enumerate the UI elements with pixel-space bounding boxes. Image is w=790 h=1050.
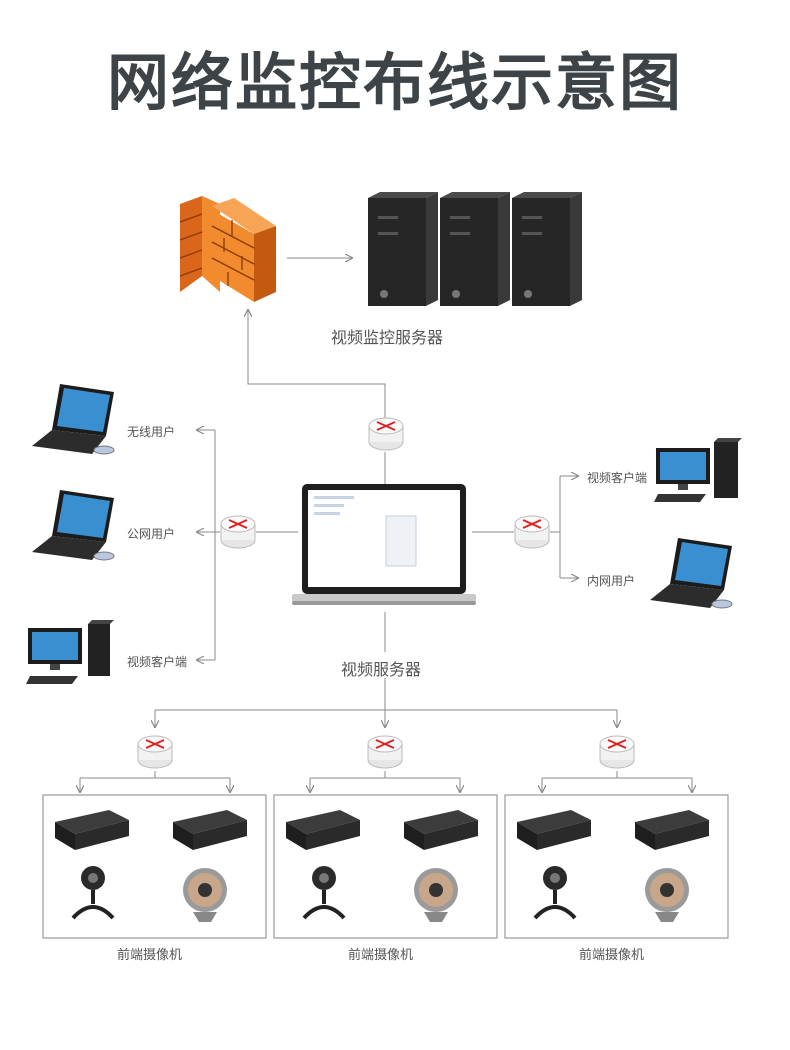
firewall-icon	[179, 196, 276, 302]
camera-group-2-icons	[286, 810, 478, 922]
laptop-icon	[292, 484, 476, 605]
camera-group-box-1	[42, 794, 267, 939]
router-icon	[599, 735, 635, 769]
front-camera-label-2: 前端摄像机	[348, 948, 414, 963]
webcam-icon	[533, 866, 577, 920]
router-icon	[137, 735, 173, 769]
front-camera-label-1: 前端摄像机	[117, 948, 183, 963]
desktop-computer-icon	[26, 620, 114, 684]
ir-camera-icon	[414, 868, 458, 922]
video-encoder-icon	[404, 810, 478, 850]
video-encoder-icon	[55, 810, 129, 850]
router-icon	[367, 735, 403, 769]
intranet-user-label: 内网用户	[587, 574, 636, 588]
video-encoder-icon	[517, 810, 591, 850]
router-icon	[514, 515, 550, 549]
camera-group-box-2	[273, 794, 498, 939]
wireless-user-label: 无线用户	[127, 425, 176, 439]
camera-group-3-icons	[517, 810, 709, 922]
video-encoder-icon	[635, 810, 709, 850]
ir-camera-icon	[645, 868, 689, 922]
public-user-label: 公网用户	[127, 527, 176, 541]
video-encoder-icon	[286, 810, 360, 850]
router-icon	[368, 417, 404, 451]
camera-group-box-3	[504, 794, 729, 939]
camera-group-1-icons	[55, 810, 247, 922]
router-icon	[220, 515, 256, 549]
ir-camera-icon	[183, 868, 227, 922]
desktop-computer-icon	[654, 438, 742, 502]
video-monitor-server-label: 视频监控服务器	[331, 328, 444, 347]
front-camera-label-3: 前端摄像机	[579, 948, 645, 963]
video-client-right-label: 视频客户端	[587, 471, 648, 485]
page-title: 网络监控布线示意图	[106, 46, 683, 119]
laptop-icon	[32, 384, 115, 455]
server-towers-icon	[368, 192, 582, 306]
webcam-icon	[71, 866, 115, 920]
laptop-icon	[650, 538, 733, 609]
webcam-icon	[302, 866, 346, 920]
laptop-icon	[32, 490, 115, 561]
video-client-left-label: 视频客户端	[127, 655, 188, 669]
video-server-label: 视频服务器	[341, 660, 422, 679]
video-encoder-icon	[173, 810, 247, 850]
